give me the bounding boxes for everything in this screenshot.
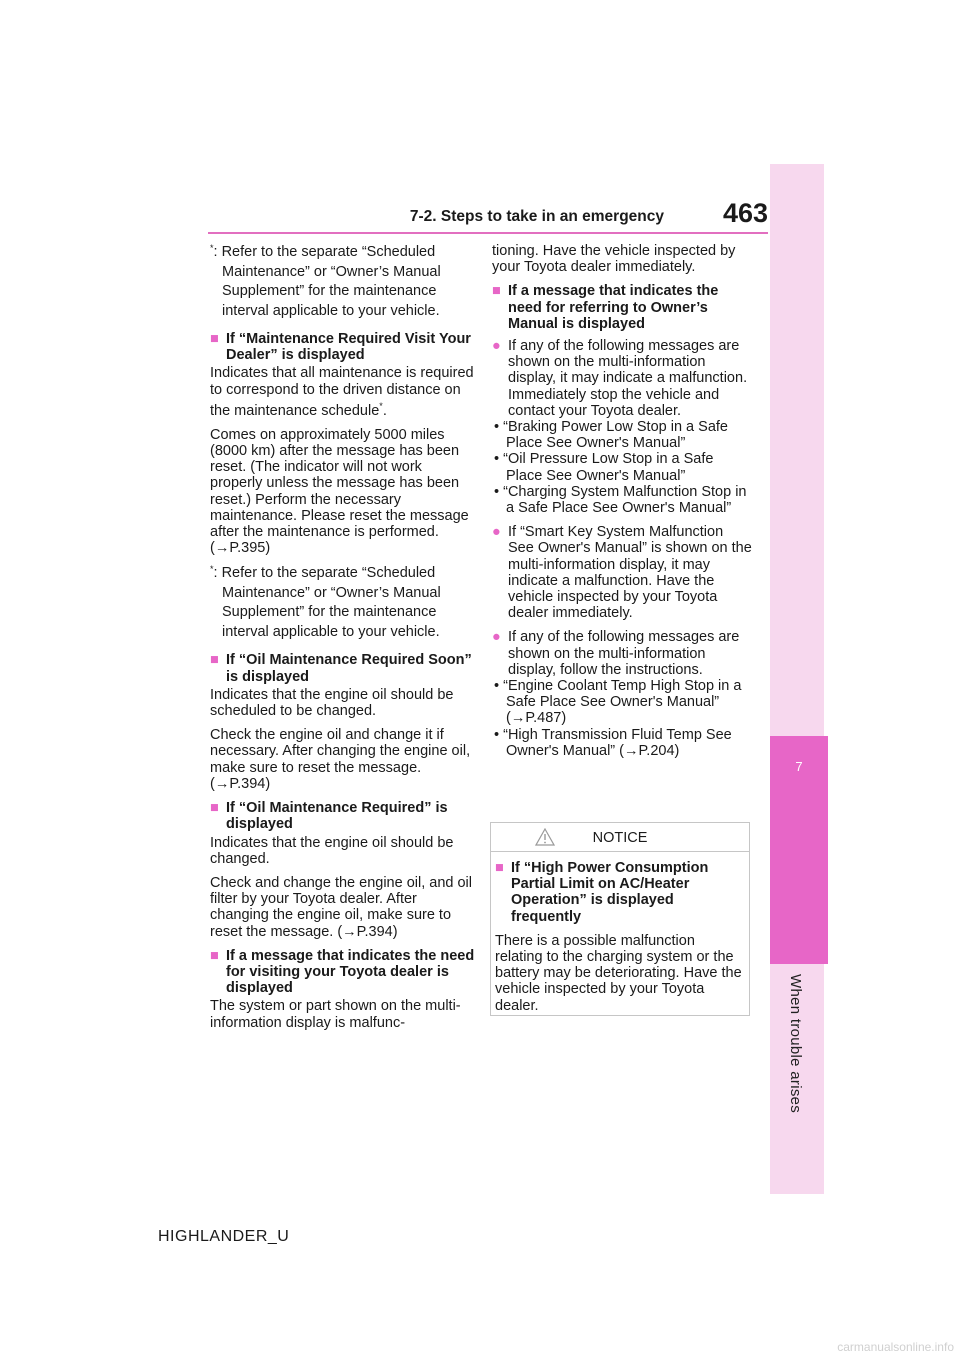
paragraph: Comes on approximately 5000 miles (8000 … <box>210 426 469 557</box>
heading-text: If “Oil Maintenance Required” is display… <box>226 800 448 833</box>
dash-text: “High Transmission Fluid Temp See Owner'… <box>503 726 732 759</box>
dash-item: • “Oil Pressure Low Stop in a Safe Place… <box>492 451 752 483</box>
dash-text: “Braking Power Low Stop in a Safe Place … <box>503 419 728 452</box>
warning-triangle-icon <box>534 827 556 851</box>
dash-list: • “Braking Power Low Stop in a Safe Plac… <box>492 419 752 516</box>
dash-item: • “Braking Power Low Stop in a Safe Plac… <box>492 419 752 451</box>
bullet-text: If any of the following messages are sho… <box>508 629 740 678</box>
bullet-item: ● If any of the following messages are sh… <box>492 629 752 678</box>
dash-icon: • <box>494 451 500 468</box>
bullet-text: If any of the following messages are sho… <box>508 338 748 419</box>
right-column: tioning. Have the vehicle inspected by y… <box>492 243 752 767</box>
paragraph: Indicates that the engine oil should be … <box>210 686 454 720</box>
heading-text: If “Oil Maintenance Required Soon” is di… <box>226 652 472 685</box>
heading-text: If a message that indicates the need for… <box>226 947 475 997</box>
notice-box: NOTICE ■ If “High Power Consumption Parti… <box>490 822 750 1016</box>
left-column: *: Refer to the separate “Scheduled Main… <box>210 243 475 1039</box>
square-bullet-icon: ■ <box>492 283 501 300</box>
paragraph: The system or part shown on the multi-in… <box>210 998 461 1031</box>
square-bullet-icon: ■ <box>210 652 219 669</box>
bullet-item: ● If any of the following messages are sh… <box>492 338 752 419</box>
page-number: 463 <box>722 198 768 228</box>
dash-text: “Engine Coolant Temp High Stop in a Safe… <box>503 678 742 727</box>
square-bullet-icon: ■ <box>210 800 219 817</box>
subsection-heading: ■ If a message that indicates the need fo… <box>210 948 475 997</box>
paragraph: tioning. Have the vehicle inspected by y… <box>492 243 736 276</box>
notice-body: ■ If “High Power Consumption Partial Limi… <box>491 852 749 1014</box>
dash-item: • “High Transmission Fluid Temp See Owne… <box>492 727 752 759</box>
model-code: HIGHLANDER_U <box>158 1228 290 1245</box>
circle-bullet-icon: ● <box>492 629 501 646</box>
footnote-asterisk: * <box>379 400 383 411</box>
circle-bullet-icon: ● <box>492 338 501 355</box>
page-header: 7-2. Steps to take in an emergency 463 <box>208 198 768 230</box>
chapter-number: 7 <box>795 759 803 774</box>
paragraph: Indicates that all maintenance is requir… <box>210 365 475 418</box>
paragraph: Indicates that the engine oil should be … <box>210 834 454 867</box>
notice-title: NOTICE <box>592 830 648 846</box>
paragraph-text: . <box>382 402 387 419</box>
footnote-text: : Refer to the separate “Scheduled Maint… <box>213 565 441 640</box>
paragraph: Check and change the engine oil, and oil… <box>210 874 472 940</box>
dash-item: • “Engine Coolant Temp High Stop in a Sa… <box>492 678 752 727</box>
dash-text: “Oil Pressure Low Stop in a Safe Place S… <box>503 451 714 484</box>
subsection-heading: ■ If a message that indicates the need fo… <box>492 283 752 332</box>
footnote-text: : Refer to the separate “Scheduled Maint… <box>213 244 441 319</box>
paragraph: Check the engine oil and change it if ne… <box>210 727 471 792</box>
dash-icon: • <box>494 483 500 500</box>
section-title: 7-2. Steps to take in an emergency <box>409 208 664 225</box>
square-bullet-icon: ■ <box>210 331 219 347</box>
paragraph-text: Indicates that all maintenance is requir… <box>210 365 474 419</box>
bullet-text: If “Smart Key System Malfunction See Own… <box>508 524 752 622</box>
notice-text: There is a possible malfunction relating… <box>495 932 742 1014</box>
dash-item: • “Charging System Malfunction Stop in a… <box>492 484 752 516</box>
square-bullet-icon: ■ <box>210 947 219 964</box>
header-rule <box>208 232 768 234</box>
dash-list: • “Engine Coolant Temp High Stop in a Sa… <box>492 678 752 759</box>
footnote: *: Refer to the separate “Scheduled Main… <box>210 243 475 321</box>
heading-text: If a message that indicates the need for… <box>508 283 719 332</box>
heading-text: If “High Power Consumption Partial Limit… <box>511 860 709 925</box>
heading-text: If “Maintenance Required Visit Your Deal… <box>226 331 471 364</box>
dash-icon: • <box>494 419 500 436</box>
footnote: *: Refer to the separate “Scheduled Main… <box>210 564 475 642</box>
subsection-heading: ■ If “Maintenance Required Visit Your Dea… <box>210 331 475 363</box>
chapter-tab[interactable] <box>770 736 828 964</box>
subsection-heading: ■ If “Oil Maintenance Required Soon” is d… <box>210 652 475 684</box>
subsection-heading: ■ If “Oil Maintenance Required” is displa… <box>210 800 475 832</box>
dash-text: “Charging System Malfunction Stop in a S… <box>503 483 747 517</box>
watermark: carmanualsonline.info <box>837 1340 954 1354</box>
chapter-title: When trouble arises <box>787 974 804 1114</box>
notice-title-bar: NOTICE <box>491 823 749 852</box>
square-bullet-icon: ■ <box>495 860 504 876</box>
footnote-asterisk: * <box>210 564 214 575</box>
chapter-sidebar: 7 When trouble arises <box>770 164 828 1194</box>
dash-icon: • <box>494 678 500 695</box>
dash-icon: • <box>494 726 500 743</box>
footnote-asterisk: * <box>210 243 214 253</box>
circle-bullet-icon: ● <box>492 524 501 541</box>
notice-heading: ■ If “High Power Consumption Partial Limi… <box>495 860 745 925</box>
bullet-item: ● If “Smart Key System Malfunction See Ow… <box>492 524 752 621</box>
